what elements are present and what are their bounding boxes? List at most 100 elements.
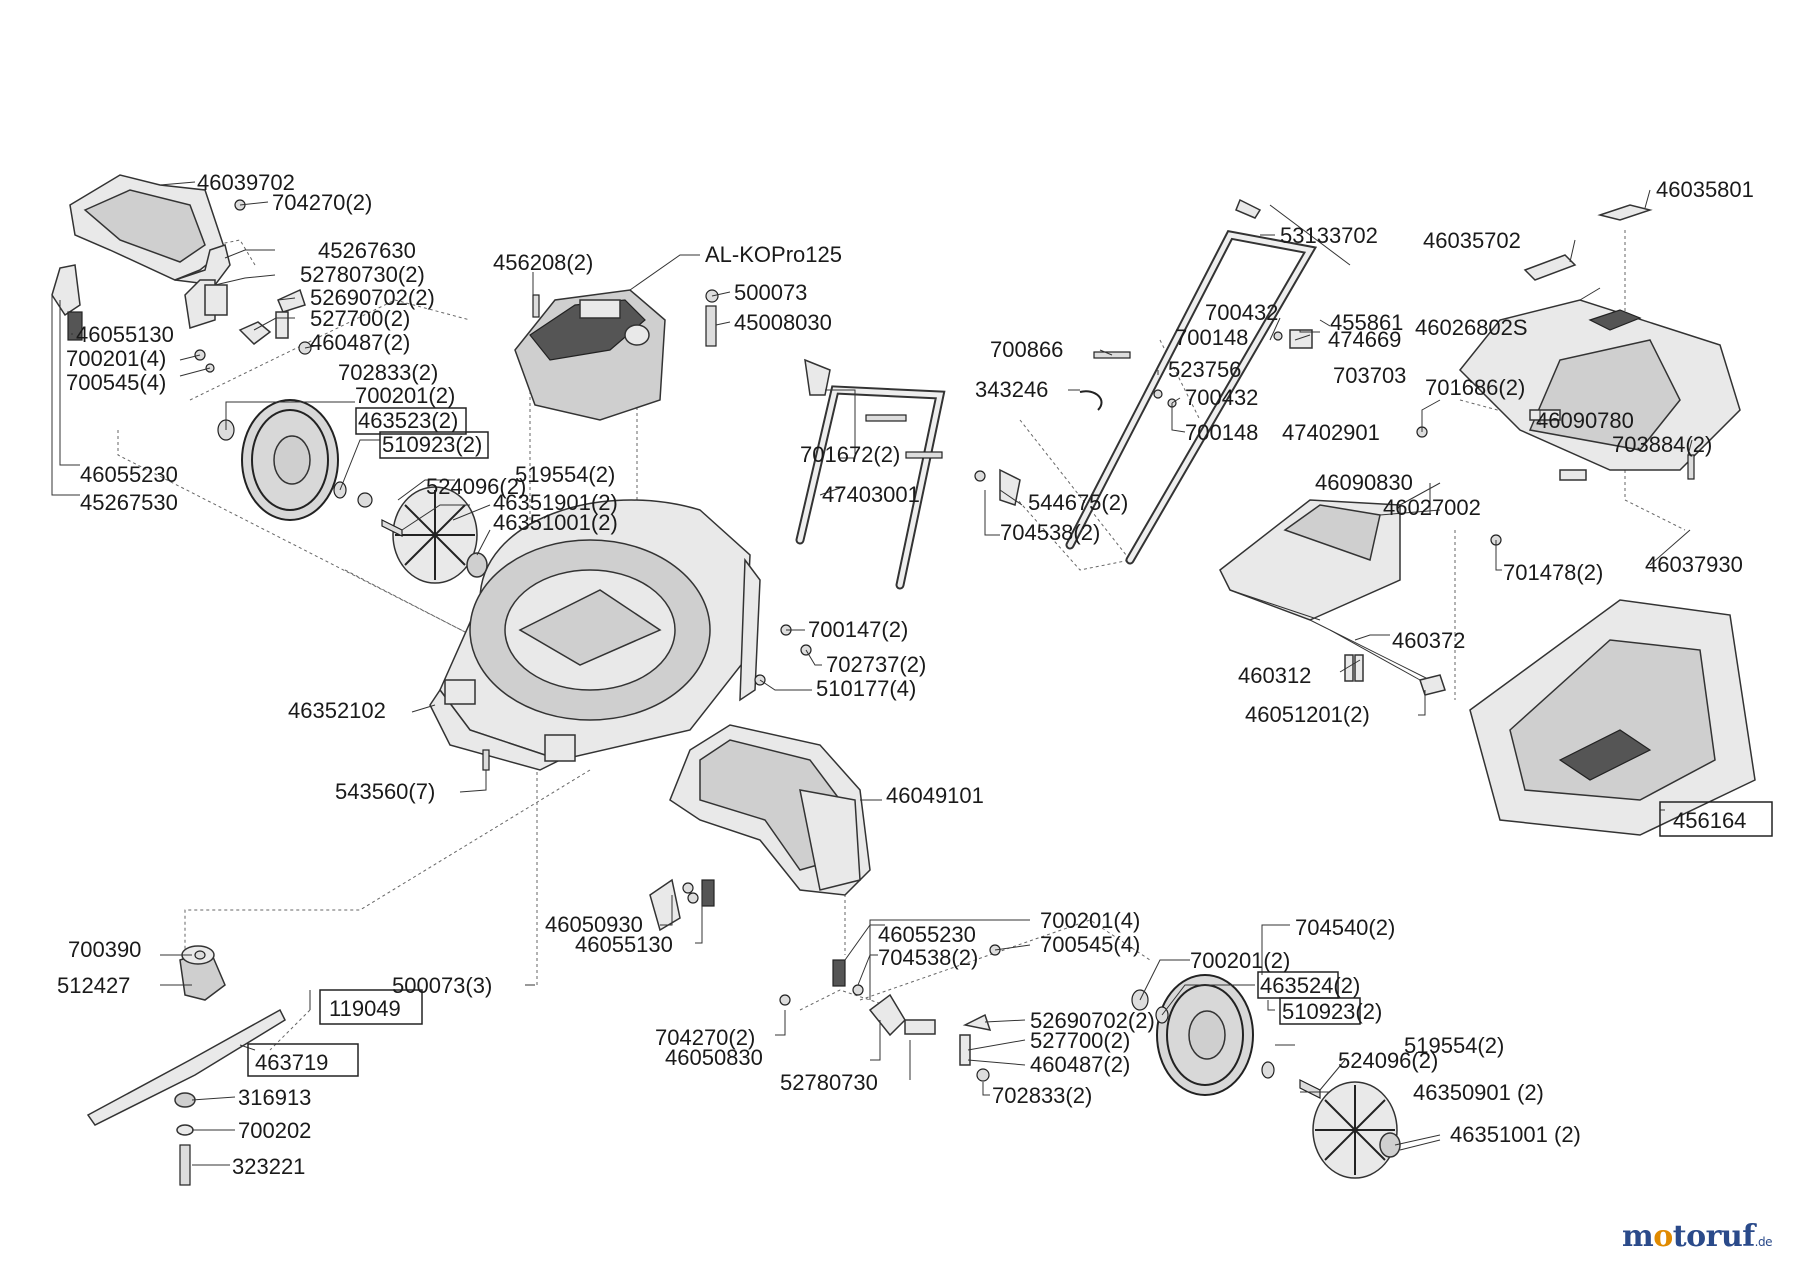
part-label: 510923(2)	[1282, 999, 1382, 1024]
part-label: 702833(2)	[992, 1083, 1092, 1108]
part-label: 700147(2)	[808, 617, 908, 642]
part-label: 701672(2)	[800, 442, 900, 467]
part-label: 700202	[238, 1118, 311, 1143]
part-label: 703703	[1333, 363, 1406, 388]
part-label: 46352102	[288, 698, 386, 723]
part-label: 700201(2)	[355, 383, 455, 408]
part-label: 704270(2)	[272, 190, 372, 215]
part-label: AL-KOPro125	[705, 242, 842, 267]
grass-bag-lower-part	[1309, 599, 1756, 836]
part-label: 510177(4)	[816, 676, 916, 701]
part-label: 323221	[232, 1154, 305, 1179]
lower-bracket-parts	[649, 878, 1001, 1082]
part-label: 46351901(2)	[493, 490, 618, 515]
part-label: 46090780	[1536, 408, 1634, 433]
rear-right-wheel	[1131, 974, 1275, 1096]
part-label: 52780730(2)	[300, 262, 425, 287]
part-label: 53133702	[1280, 223, 1378, 248]
part-label: 463524(2)	[1260, 973, 1360, 998]
brand-logo: motoruf.de	[1622, 1219, 1772, 1254]
label-boxes	[247, 407, 1773, 1077]
part-label: 46037930	[1645, 552, 1743, 577]
hub-cap-left	[357, 486, 488, 584]
part-label: 456164	[1673, 808, 1746, 833]
part-label: 46351001 (2)	[1450, 1122, 1581, 1147]
part-label: 703884(2)	[1612, 432, 1712, 457]
part-label: 463523(2)	[358, 408, 458, 433]
part-label: 52690702(2)	[310, 285, 435, 310]
part-label: 524096(2)	[1338, 1048, 1438, 1073]
part-label: 704538(2)	[878, 945, 978, 970]
part-label: 46090830	[1315, 470, 1413, 495]
part-label: 460312	[1238, 663, 1311, 688]
part-label: 510923(2)	[382, 432, 482, 457]
part-label: 700432	[1205, 300, 1278, 325]
part-label: 46055130	[76, 322, 174, 347]
part-number-labels: 46039702 704270(2) 45267630 52780730(2) …	[57, 170, 1754, 1179]
part-label: 523756	[1168, 357, 1241, 382]
part-label: 500073	[734, 280, 807, 305]
part-label: 46055230	[878, 922, 976, 947]
part-label: 704538(2)	[1000, 520, 1100, 545]
part-label: 456208(2)	[493, 250, 593, 275]
part-label: 46049101	[886, 783, 984, 808]
part-label: 460487(2)	[1030, 1052, 1130, 1077]
part-label: 704540(2)	[1295, 915, 1395, 940]
part-label: 463719	[255, 1050, 328, 1075]
part-label: 46055230	[80, 462, 178, 487]
part-label: 47403001	[822, 482, 920, 507]
brand-name-end: toruf	[1672, 1219, 1755, 1254]
mower-deck-part	[429, 499, 812, 771]
part-label: 700201(4)	[66, 346, 166, 371]
part-label: 46035702	[1423, 228, 1521, 253]
part-label: 700201(2)	[1190, 948, 1290, 973]
part-label: 46027002	[1383, 495, 1481, 520]
part-label: 543560(7)	[335, 779, 435, 804]
part-label: 500073(3)	[392, 973, 492, 998]
part-label: 524096(2)	[426, 474, 526, 499]
rear-flap-part	[69, 174, 231, 286]
part-label: 47402901	[1282, 420, 1380, 445]
part-label: 316913	[238, 1085, 311, 1110]
part-label: 474669	[1328, 327, 1401, 352]
part-label: 512427	[57, 973, 130, 998]
part-label: 46039702	[197, 170, 295, 195]
part-label: 52690702(2)	[1030, 1008, 1155, 1033]
part-label: 46351001(2)	[493, 510, 618, 535]
part-label: 46350901 (2)	[1413, 1080, 1544, 1105]
part-label: 700148	[1185, 420, 1258, 445]
part-label: 455861	[1330, 310, 1403, 335]
handle-lower-part	[795, 351, 1177, 590]
part-label: 46026802S	[1415, 315, 1528, 340]
part-label: 343246	[975, 377, 1048, 402]
rear-left-wheel	[217, 399, 347, 521]
part-label: 46050830	[665, 1045, 763, 1070]
bag-clip-parts	[1329, 629, 1446, 696]
grass-bag-frame-part	[1219, 499, 1401, 621]
part-label: 45267530	[80, 490, 178, 515]
part-label: 701478(2)	[1503, 560, 1603, 585]
part-label: 702737(2)	[826, 652, 926, 677]
brand-name-accent: o	[1653, 1219, 1673, 1254]
part-label: 527700(2)	[310, 306, 410, 331]
part-label: 544675(2)	[1028, 490, 1128, 515]
part-label: 460372	[1392, 628, 1465, 653]
part-label: 46050930	[545, 912, 643, 937]
part-label: 702833(2)	[338, 360, 438, 385]
part-label: 46051201(2)	[1245, 702, 1370, 727]
engine-part	[514, 289, 719, 421]
part-label: 119049	[329, 996, 401, 1021]
leader-lines	[51, 181, 1693, 1166]
part-label: 45008030	[734, 310, 832, 335]
part-label: 700201(4)	[1040, 908, 1140, 933]
part-label: 700390	[68, 937, 141, 962]
rear-housing-part	[669, 724, 871, 896]
part-label: 46035801	[1656, 177, 1754, 202]
part-label: 700432	[1185, 385, 1258, 410]
part-label: 700866	[990, 337, 1063, 362]
part-label: 700545(4)	[1040, 932, 1140, 957]
handle-upper-part	[1065, 198, 1351, 565]
part-label: 700545(4)	[66, 370, 166, 395]
grass-bag-top-part	[1416, 204, 1741, 546]
